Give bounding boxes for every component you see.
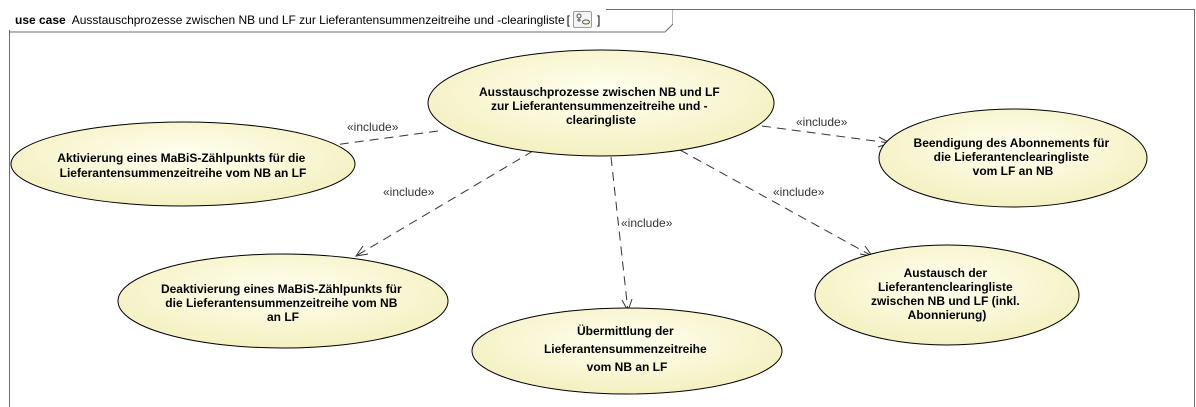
usecase-aktivierung[interactable]: Aktivierung eines MaBiS-Zählpunkts für d… <box>10 121 356 207</box>
frame-keyword: use case <box>15 12 66 27</box>
usecase-main[interactable]: Ausstauschprozesse zwischen NB und LF zu… <box>427 49 775 157</box>
include-arrow-beendigung[interactable] <box>761 125 891 144</box>
frame-title: Ausstauschprozesse zwischen NB und LF zu… <box>71 12 565 27</box>
usecase-beendigung[interactable]: Beendigung des Abonnements für die Liefe… <box>878 108 1148 208</box>
include-label-aktivierung: «include» <box>347 120 399 134</box>
usecase-deaktivierung-label: Deaktivierung eines MaBiS-Zählpunkts für… <box>161 282 405 324</box>
arrowhead-deaktivierung <box>354 245 369 257</box>
usecase-aktivierung-label: Aktivierung eines MaBiS-Zählpunkts für d… <box>57 151 308 180</box>
frame-close-bracket: ] <box>596 12 601 27</box>
usecase-beendigung-label: Beendigung des Abonnements für die Liefe… <box>914 136 1113 178</box>
usecase-deaktivierung[interactable]: Deaktivierung eines MaBiS-Zählpunkts für… <box>117 253 449 349</box>
frame-open-bracket: [ <box>566 12 570 27</box>
include-arrow-deaktivierung[interactable] <box>355 150 534 257</box>
include-label-beendigung: «include» <box>796 115 848 129</box>
include-label-deaktivierung: «include» <box>383 185 435 199</box>
include-arrow-austausch[interactable] <box>679 149 873 257</box>
usecase-main-label: Ausstauschprozesse zwischen NB und LF zu… <box>479 85 723 127</box>
include-arrow-uebermittlung[interactable] <box>610 156 629 312</box>
usecase-uebermittlung[interactable]: Übermittlung der Lieferantensummenzeitre… <box>471 307 783 395</box>
include-label-uebermittlung: «include» <box>621 216 673 230</box>
usecase-uebermittlung-label: Übermittlung der Lieferantensummenzeitre… <box>544 323 710 374</box>
use-case-diagram-icon[interactable] <box>572 11 592 28</box>
include-label-austausch: «include» <box>773 185 825 199</box>
frame-name-tab: use case Ausstauschprozesse zwischen NB … <box>9 9 607 30</box>
usecase-austausch-label: Austausch der Lieferantenclearingliste z… <box>871 266 1023 322</box>
usecase-austausch[interactable]: Austausch der Lieferantenclearingliste z… <box>814 244 1080 346</box>
